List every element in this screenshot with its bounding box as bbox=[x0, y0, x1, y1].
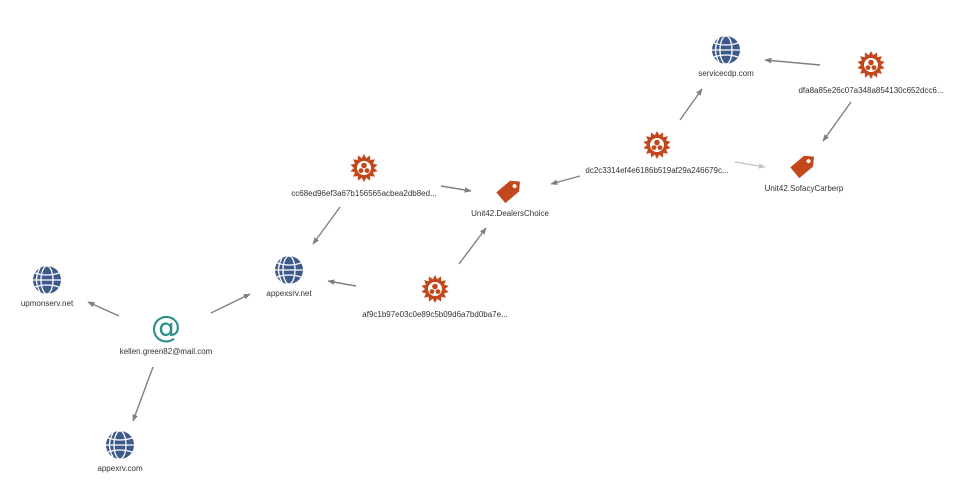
edge-dfa8-to-sofacy bbox=[822, 101, 852, 142]
node-appexrv[interactable]: appexrv.com bbox=[97, 430, 143, 473]
node-servicecdp[interactable]: servicecdp.com bbox=[698, 35, 754, 78]
svg-text:@: @ bbox=[151, 310, 181, 345]
node-upmonserv[interactable]: upmonserv.net bbox=[21, 265, 74, 308]
edge-cc68-to-appexsrv bbox=[312, 206, 341, 245]
globe-icon bbox=[33, 265, 61, 295]
node-appexsrv[interactable]: appexsrv.net bbox=[266, 255, 312, 298]
node-af9c[interactable]: af9c1b97e03c0e89c5b09d6a7bd0ba7e... bbox=[362, 275, 508, 319]
node-label: appexsrv.net bbox=[266, 289, 312, 298]
edge-cc68-to-dealers bbox=[440, 185, 472, 193]
node-label: af9c1b97e03c0e89c5b09d6a7bd0ba7e... bbox=[362, 310, 507, 319]
malware-icon bbox=[643, 131, 671, 159]
malware-icon bbox=[857, 51, 885, 79]
edge-dc2c-to-servicecdp bbox=[679, 88, 703, 121]
edge-email-to-upmonserv bbox=[87, 301, 120, 317]
nodes-layer: servicecdp.com dfa8a85e26c07a348a854130c6… bbox=[21, 35, 944, 473]
edges-layer bbox=[87, 57, 852, 422]
globe-icon bbox=[275, 255, 303, 285]
node-label: Unit42.SofacyCarberp bbox=[765, 184, 844, 193]
at-icon: @ bbox=[151, 310, 181, 345]
node-dfa8[interactable]: dfa8a85e26c07a348a854130c652dcc6... bbox=[798, 51, 944, 95]
node-label: Unit42.DealersChoice bbox=[471, 209, 549, 218]
edge-dc2c-to-dealers bbox=[550, 175, 581, 186]
node-sofacy[interactable]: Unit42.SofacyCarberp bbox=[765, 151, 844, 193]
malware-icon bbox=[421, 275, 449, 303]
node-label: dc2c3314ef4e6186b519af29a246679c... bbox=[585, 166, 728, 175]
node-label: servicecdp.com bbox=[698, 69, 754, 78]
node-cc68[interactable]: cc68ed96ef3a67b156565acbea2db8ed... bbox=[291, 154, 437, 198]
node-email[interactable]: @ kellen.green82@mail.com bbox=[120, 310, 213, 356]
edge-email-to-appexrv bbox=[132, 366, 154, 422]
globe-icon bbox=[712, 35, 740, 65]
edge-dc2c-to-sofacy bbox=[734, 161, 766, 169]
node-label: kellen.green82@mail.com bbox=[120, 347, 213, 356]
edge-af9c-to-dealers bbox=[458, 227, 487, 265]
tag-icon bbox=[790, 155, 814, 179]
tag-icon bbox=[496, 180, 520, 204]
edge-dfa8-to-servicecdp bbox=[764, 57, 821, 66]
node-label: cc68ed96ef3a67b156565acbea2db8ed... bbox=[291, 189, 436, 198]
globe-icon bbox=[106, 430, 134, 460]
edge-email-to-appexsrv bbox=[210, 293, 251, 314]
node-label: dfa8a85e26c07a348a854130c652dcc6... bbox=[798, 86, 943, 95]
node-dc2c[interactable]: dc2c3314ef4e6186b519af29a246679c... bbox=[585, 131, 729, 175]
edge-af9c-to-appexsrv bbox=[327, 279, 357, 287]
node-label: upmonserv.net bbox=[21, 299, 74, 308]
malware-icon bbox=[350, 154, 378, 182]
node-label: appexrv.com bbox=[97, 464, 143, 473]
node-dealers[interactable]: Unit42.DealersChoice bbox=[471, 176, 549, 218]
